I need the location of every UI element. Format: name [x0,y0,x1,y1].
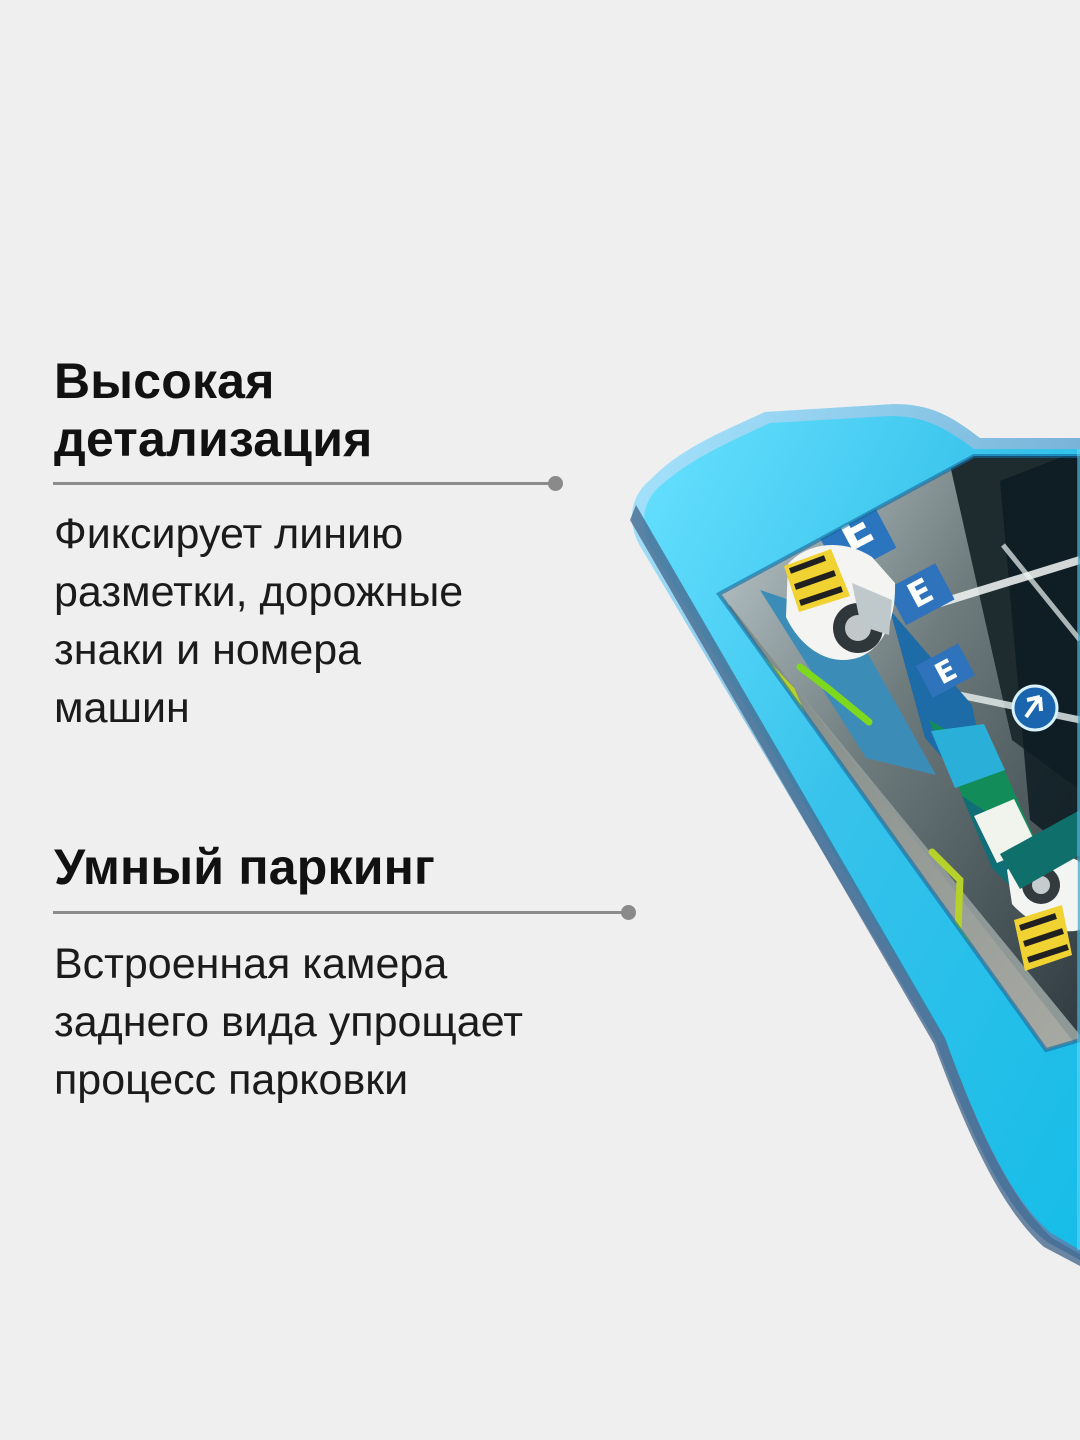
feature-description-smart-parking: Встроенная камера заднего вида упрощает … [54,935,624,1109]
feature-description-line: заднего вида упрощает [54,998,523,1046]
feature-title-line: Высокая [54,353,275,409]
feature-divider-line [53,482,553,485]
feature-description-line: разметки, дорожные [54,568,464,616]
feature-title-high-detail: Высокая детализация [54,352,474,468]
mirror-screen-bezel [716,454,1080,1053]
feature-divider-dot [621,905,636,920]
feature-divider-dot [548,476,563,491]
feature-description-line: Фиксирует линию [54,510,404,558]
feature-divider-line [53,911,627,914]
feature-description-line: процесс парковки [54,1056,409,1104]
feature-title-line: детализация [54,411,373,467]
mirror-side-shadow [630,505,1080,1266]
feature-description-line: знаки и номера [54,626,362,674]
feature-description-line: машин [54,684,190,732]
feature-title-smart-parking: Умный паркинг [54,839,436,895]
feature-description-high-detail: Фиксирует линию разметки, дорожные знаки… [54,505,594,737]
feature-description-line: Встроенная камера [54,940,448,988]
